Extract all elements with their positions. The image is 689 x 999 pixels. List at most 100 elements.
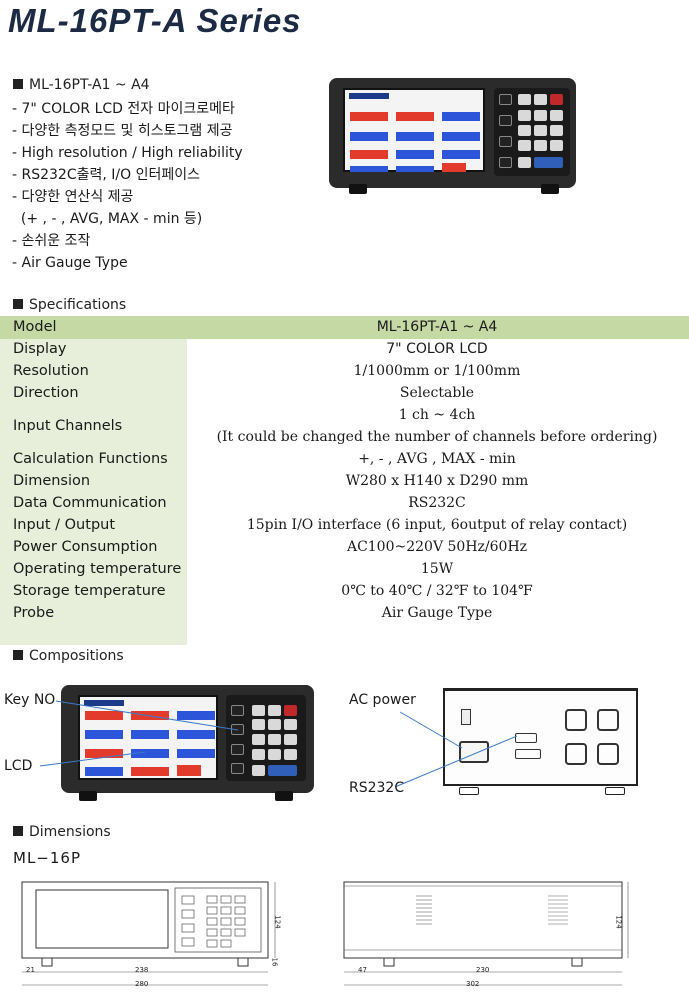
feature-item: - High resolution / High reliability [12,145,243,161]
key [252,749,265,760]
spec-key: Model [13,319,57,335]
key [550,110,563,121]
keypad [226,695,306,781]
f4-key [231,763,244,774]
channel-reading [350,150,388,159]
key [534,94,547,105]
callout-rs232c: RS232C [349,780,405,796]
f1-key [499,94,512,105]
air-connector [597,743,619,765]
feature-item: (+ , - , AVG, MAX - min 등) [12,211,203,227]
keypad [494,88,570,176]
f3-key [231,744,244,755]
key [534,110,547,121]
lcd-header [84,700,124,706]
channel-reading [442,112,480,121]
dimension-drawings [21,881,629,986]
key [550,140,563,151]
compositions-heading: Compositions [13,648,124,664]
key [550,94,563,105]
key [550,125,563,136]
callout-key-no: Key NO [4,692,56,708]
key [518,110,531,121]
air-connector [597,709,619,731]
feature-item: - 손쉬운 조작 [12,233,91,249]
enter-key [268,765,297,776]
channel-reading [85,730,123,739]
dimensions-heading: Dimensions [13,824,111,840]
air-connector [565,709,587,731]
key [252,719,265,730]
spec-key: Direction [13,385,79,401]
spec-value: 7" COLOR LCD [386,341,488,357]
channel-reading [131,730,169,739]
spec-key: Calculation Functions [13,451,168,467]
channel-reading [85,767,123,776]
spec-key: Data Communication [13,495,167,511]
key [534,125,547,136]
channel-reading [396,150,434,159]
channel-reading [350,132,388,141]
io-port [515,749,541,759]
feature-item: - 다양한 연산식 제공 [12,189,134,205]
lcd-header [349,93,389,99]
spec-key: Resolution [13,363,89,379]
dim-front-inner: 238 [135,966,149,974]
feature-item: - Air Gauge Type [12,255,128,271]
feature-list: - 7" COLOR LCD 전자 마이크로메타 - 다양한 측정모드 및 히스… [12,98,243,274]
bullet-square-icon [13,826,23,836]
spec-value: Selectable [399,385,475,401]
spec-value: 0℃ to 40℃ / 32℉ to 104℉ [341,583,533,599]
rs232c-port [515,733,537,743]
key [268,734,281,745]
channel-reading [177,749,215,758]
f1-key [231,705,244,716]
spec-key: Input Channels [13,418,123,434]
ng-indicator [442,163,466,172]
f2-key [499,115,512,126]
feature-item: - RS232C출력, I/O 인터페이스 [12,167,200,183]
specifications-heading: Specifications [13,297,126,313]
dim-side-height: 124 [614,915,623,929]
spec-key: Dimension [13,473,91,489]
key [518,94,531,105]
spec-value: +, - , AVG , MAX - min [358,451,516,467]
channel-reading [396,112,434,121]
dim-side-offset: 47 [358,966,367,974]
ng-indicator [177,765,201,776]
feature-item: - 다양한 측정모드 및 히스토그램 제공 [12,123,233,139]
key [518,157,531,168]
dim-side-total: 302 [466,980,480,988]
dim-front-height: 124 [273,915,282,929]
lcd-screen [78,695,218,780]
enter-key [534,157,563,168]
lcd-screen [343,88,485,172]
spec-key: Display [13,341,67,357]
device-foot [349,184,367,194]
spec-key: Operating temperature [13,561,182,577]
ac-power-socket [459,741,489,763]
device-back-panel [443,688,638,795]
key [284,734,297,745]
key [284,705,297,716]
key [534,140,547,151]
spec-value: 1 ch ~ 4ch [398,407,476,423]
device-photo-front [61,685,314,801]
channel-reading [177,730,215,739]
key [252,734,265,745]
device-foot [459,787,479,795]
channel-reading [85,711,123,720]
overview-heading: ML-16PT-A1 ~ A4 [13,77,150,93]
spec-key: Probe [13,605,55,621]
spec-value: W280 x H140 x D290 mm [345,473,529,489]
channel-reading [442,150,480,159]
channel-reading [177,711,215,720]
channel-reading [396,166,434,172]
spec-value: AC100~220V 50Hz/60Hz [346,539,528,555]
channel-reading [350,112,388,121]
spec-value: RS232C [408,495,466,511]
dim-front-foot: 16 [270,957,279,967]
device-foot [605,787,625,795]
key [252,765,265,776]
power-switch [461,709,471,725]
